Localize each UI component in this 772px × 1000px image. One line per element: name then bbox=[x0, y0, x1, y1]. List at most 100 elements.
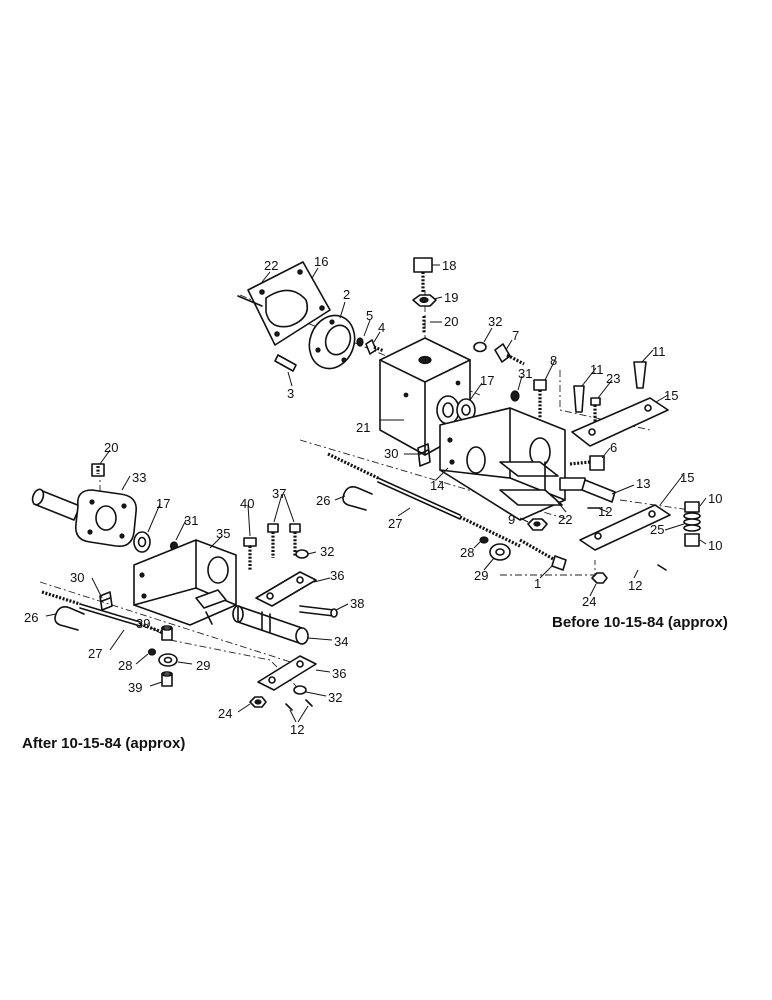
callout-38: 38 bbox=[350, 596, 364, 611]
eye-29 bbox=[489, 543, 511, 561]
caption-after: After 10-15-84 (approx) bbox=[22, 735, 185, 752]
washer-32b bbox=[295, 549, 309, 559]
callout-15: 15 bbox=[680, 470, 694, 485]
nut-9 bbox=[527, 518, 548, 531]
shaft-34 bbox=[232, 605, 309, 645]
bolt-8 bbox=[533, 379, 547, 418]
after-assembly: 20 33 17 31 40 37 35 32 30 36 38 26 39 2… bbox=[22, 440, 364, 752]
callout-30: 30 bbox=[70, 570, 84, 585]
nut-24b bbox=[249, 696, 267, 708]
callout-20: 20 bbox=[104, 440, 118, 455]
callout-12: 12 bbox=[290, 722, 304, 737]
callout-34: 34 bbox=[334, 634, 348, 649]
callout-31: 31 bbox=[518, 366, 532, 381]
callout-32: 32 bbox=[488, 314, 502, 329]
bolt-40 bbox=[243, 537, 257, 570]
callout-17: 17 bbox=[156, 496, 170, 511]
eye-29b bbox=[158, 653, 178, 667]
callout-6: 6 bbox=[610, 440, 617, 455]
pin-3 bbox=[274, 354, 297, 372]
shaft-38 bbox=[299, 605, 338, 618]
callout-22: 22 bbox=[558, 512, 572, 527]
callout-24: 24 bbox=[218, 706, 232, 721]
callout-40: 40 bbox=[240, 496, 254, 511]
washer-32 bbox=[473, 341, 487, 353]
callout-32: 32 bbox=[328, 690, 342, 705]
centerline bbox=[299, 439, 571, 521]
housing-35 bbox=[133, 539, 237, 626]
pin-11a bbox=[573, 385, 585, 413]
callout-1: 1 bbox=[534, 576, 541, 591]
callout-21: 21 bbox=[356, 420, 370, 435]
bolt-37b bbox=[289, 523, 301, 556]
callout-39: 39 bbox=[136, 616, 150, 631]
callout-11: 11 bbox=[652, 344, 666, 359]
setscrew-20b bbox=[91, 463, 105, 477]
callout-29: 29 bbox=[196, 658, 210, 673]
callout-22: 22 bbox=[264, 258, 278, 273]
bearing-17 bbox=[456, 398, 476, 422]
callout-37: 37 bbox=[272, 486, 286, 501]
callout-24: 24 bbox=[582, 594, 596, 609]
spacer-39b bbox=[161, 671, 173, 687]
callout-19: 19 bbox=[444, 290, 458, 305]
callout-31: 31 bbox=[184, 513, 198, 528]
callout-28: 28 bbox=[460, 545, 474, 560]
callout-12: 12 bbox=[628, 578, 642, 593]
washer-28 bbox=[479, 536, 489, 544]
link-plate-15a bbox=[571, 397, 669, 447]
pin-12b bbox=[657, 564, 667, 571]
callout-36: 36 bbox=[330, 568, 344, 583]
callout-17: 17 bbox=[480, 373, 494, 388]
pin-11b bbox=[633, 361, 647, 389]
clevis-26b bbox=[54, 606, 85, 631]
callout-10: 10 bbox=[708, 491, 722, 506]
plug-31 bbox=[510, 390, 520, 402]
callout-33: 33 bbox=[132, 470, 146, 485]
callout-9: 9 bbox=[508, 512, 515, 527]
callout-2: 2 bbox=[343, 287, 350, 302]
plate-36a bbox=[255, 571, 317, 607]
link-plate-15b bbox=[579, 504, 671, 551]
spacer-39a bbox=[161, 625, 173, 641]
plate-36b bbox=[257, 655, 317, 691]
callout-5: 5 bbox=[366, 308, 373, 323]
flange-2 bbox=[308, 314, 356, 370]
callout-25: 25 bbox=[650, 522, 664, 537]
callout-23: 23 bbox=[606, 371, 620, 386]
callout-28: 28 bbox=[118, 658, 132, 673]
threaded-rod-27b bbox=[41, 590, 163, 634]
clip-30 bbox=[417, 443, 431, 467]
callout-27: 27 bbox=[388, 516, 402, 531]
bolt-18 bbox=[413, 257, 433, 292]
before-assembly: 22 16 2 3 5 4 18 19 20 32 7 8 11 23 11 1… bbox=[237, 254, 728, 631]
centerline bbox=[39, 581, 301, 666]
nut-24 bbox=[591, 572, 608, 584]
shaft-22 bbox=[237, 295, 263, 307]
bolt-37a bbox=[267, 523, 279, 558]
callout-16: 16 bbox=[314, 254, 328, 269]
bolt-1 bbox=[519, 538, 567, 571]
callout-30: 30 bbox=[384, 446, 398, 461]
callout-26: 26 bbox=[24, 610, 38, 625]
clevis-26 bbox=[342, 486, 373, 511]
screw-6 bbox=[569, 455, 605, 471]
centerline bbox=[500, 560, 596, 576]
washer-5 bbox=[356, 337, 364, 347]
callout-27: 27 bbox=[88, 646, 102, 661]
nut-19 bbox=[412, 294, 437, 307]
threaded-rod-27 bbox=[327, 452, 521, 548]
callout-10: 10 bbox=[708, 538, 722, 553]
hub-33 bbox=[74, 489, 137, 548]
callout-18: 18 bbox=[442, 258, 456, 273]
callout-26: 26 bbox=[316, 493, 330, 508]
callout-36: 36 bbox=[332, 666, 346, 681]
callout-20: 20 bbox=[444, 314, 458, 329]
callout-8: 8 bbox=[550, 353, 557, 368]
callout-3: 3 bbox=[287, 386, 294, 401]
handle-grip bbox=[31, 488, 81, 521]
bolt-23 bbox=[590, 397, 601, 425]
callout-14: 14 bbox=[430, 478, 444, 493]
callout-11: 11 bbox=[590, 362, 604, 377]
